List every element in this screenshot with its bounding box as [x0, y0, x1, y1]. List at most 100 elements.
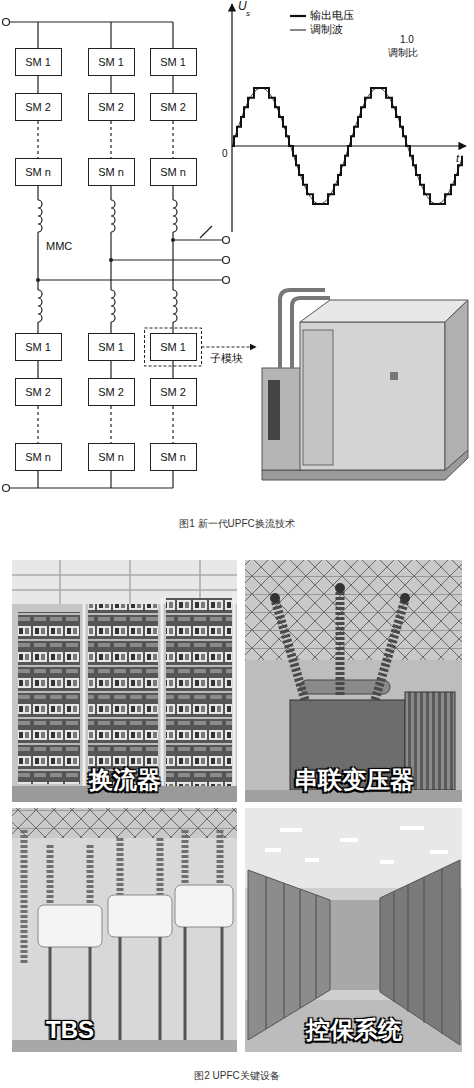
submodule-label: SM 1	[25, 56, 51, 68]
figure-caption: 图2 UPFC关键设备	[194, 1070, 280, 1082]
arm-wire	[37, 361, 38, 378]
submodule-box: SM 2	[88, 378, 135, 406]
circuit-wire	[172, 186, 173, 200]
equipment-label: 串联变压器	[294, 764, 414, 796]
ceiling-beams	[12, 560, 237, 604]
support-posts	[84, 592, 234, 790]
circuit-wire	[37, 22, 38, 48]
legend-text: 输出电压	[310, 9, 354, 22]
circuit-wire	[111, 259, 222, 260]
junction-dot	[109, 258, 113, 262]
legend-samples	[290, 16, 306, 30]
submodule-label: SM 1	[25, 341, 51, 353]
annotation-label: 调制比	[388, 47, 418, 59]
connector	[268, 380, 280, 440]
valve-tower	[88, 604, 158, 786]
bushings	[275, 590, 405, 700]
submodule-box: SM 2	[15, 378, 62, 406]
ceiling-lights	[265, 828, 448, 862]
output-voltage-staircase	[232, 88, 462, 204]
converter-photo	[12, 560, 237, 802]
submodule-label: SM n	[160, 451, 186, 463]
bushing-cap	[400, 593, 410, 603]
bushing-cap	[270, 593, 280, 603]
control-room-photo	[245, 808, 462, 1052]
photo-ground	[245, 808, 462, 1052]
housing-mark	[390, 372, 398, 380]
valve-tower	[166, 598, 232, 788]
circuit-wire	[110, 322, 111, 333]
submodule-label: SM n	[160, 166, 186, 178]
submodule-label: SM n	[25, 451, 51, 463]
terminal	[223, 277, 230, 284]
submodule-label: SM 2	[98, 101, 124, 113]
housing-top	[300, 300, 468, 322]
cooling-pipes	[280, 290, 330, 368]
valve-tower	[18, 612, 80, 784]
terminal	[3, 485, 10, 492]
equipment-label: 控保系统	[306, 1014, 402, 1046]
submodule-box: SM 1	[150, 48, 197, 76]
circuit-wire	[38, 200, 42, 232]
circuit-wire	[110, 22, 111, 48]
bushing-cap	[335, 583, 345, 593]
cabinet-doors	[266, 869, 442, 1034]
legend-sample	[290, 15, 306, 17]
arm-wire	[172, 361, 173, 378]
terminal	[223, 237, 230, 244]
terminal	[223, 257, 230, 264]
igbt-board	[303, 330, 333, 465]
junction-dot	[36, 278, 40, 282]
cabinet-row	[248, 870, 330, 1040]
submodule-label: SM 2	[160, 386, 186, 398]
legend-text: 调制波	[310, 23, 343, 36]
arm-wire	[110, 121, 111, 158]
circuit-wire	[10, 21, 173, 22]
circuit-wire	[172, 22, 173, 48]
submodule-illustration	[262, 290, 468, 480]
equipment-photo-panel: 串联变压器	[245, 560, 462, 802]
circuit-wire	[173, 239, 222, 240]
legend-sample	[290, 30, 306, 31]
submodule-label: SM n	[98, 166, 124, 178]
submodule-box: SM n	[150, 443, 197, 471]
drive-unit	[262, 368, 302, 470]
submodule-label: SM 2	[160, 101, 186, 113]
circuit-wire	[111, 200, 115, 232]
submodule-box: SM 2	[88, 93, 135, 121]
submodule-label: SM n	[98, 451, 124, 463]
submodule-box: SM 1	[150, 333, 197, 361]
submodule-box: SM 2	[150, 93, 197, 121]
circuit-wire	[37, 322, 38, 333]
submodule-box: SM n	[88, 443, 135, 471]
arm-wire	[37, 76, 38, 93]
switch-tank	[38, 905, 102, 947]
submodule-label: SM 2	[25, 386, 51, 398]
circuit-wire	[172, 322, 173, 333]
submodule-label: SM 2	[25, 101, 51, 113]
submodule-label: SM n	[25, 166, 51, 178]
tbs-photo	[12, 808, 237, 1052]
arm-wire	[110, 406, 111, 443]
annotation-label: 0	[222, 148, 228, 160]
equipment-label: 换流器	[89, 764, 161, 796]
terminal	[3, 19, 10, 26]
submodule-label: SM 1	[160, 341, 186, 353]
capacitor-housing	[300, 322, 445, 470]
photo-ground	[12, 808, 237, 1052]
equipment-photo-panel: 换流器	[12, 560, 237, 802]
back-wall	[330, 900, 380, 990]
submodule-box: SM n	[15, 158, 62, 186]
arm-wire	[37, 121, 38, 158]
annotation-label: s	[246, 9, 250, 18]
steel-lattice	[12, 808, 237, 838]
arm-wire	[37, 406, 38, 443]
submodule-box: SM n	[88, 158, 135, 186]
circuit-wire	[173, 290, 177, 322]
circuit-wire	[200, 226, 212, 238]
circuit-wire	[38, 290, 42, 322]
submodule-box: SM n	[150, 158, 197, 186]
circuit-wire	[172, 471, 173, 488]
submodule-label: SM 1	[98, 341, 124, 353]
